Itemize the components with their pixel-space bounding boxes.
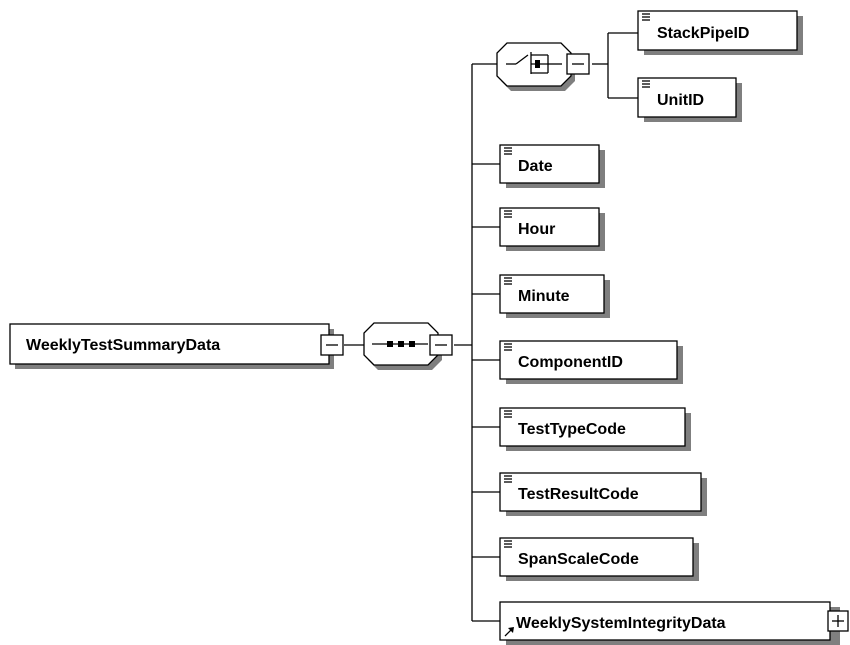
text-element-icon — [504, 277, 512, 285]
text-element-icon — [504, 147, 512, 155]
element-node-stackpipeid[interactable]: StackPipeID — [637, 10, 803, 55]
element-label: Minute — [518, 288, 570, 305]
element-node-unitid[interactable]: UnitID — [637, 77, 742, 122]
element-node-date[interactable]: Date — [499, 144, 605, 188]
element-label: ComponentID — [518, 354, 623, 371]
element-node-testresultcode[interactable]: TestResultCode — [499, 472, 707, 516]
expand-toggle-icon[interactable] — [827, 610, 849, 632]
text-element-icon — [504, 210, 512, 218]
connector-lines — [344, 32, 638, 622]
root-element-label: WeeklyTestSummaryData — [26, 337, 220, 354]
element-label: Date — [518, 158, 553, 175]
element-label: TestTypeCode — [518, 421, 626, 438]
element-label: SpanScaleCode — [518, 551, 639, 568]
sequence-icon — [372, 341, 428, 347]
text-element-icon — [642, 80, 650, 88]
element-label: Hour — [518, 221, 555, 238]
collapse-toggle-icon[interactable] — [566, 53, 590, 75]
reference-arrow-icon — [504, 627, 514, 637]
text-element-icon — [504, 540, 512, 548]
collapse-toggle-icon[interactable] — [429, 334, 453, 356]
text-element-icon — [504, 410, 512, 418]
element-node-hour[interactable]: Hour — [499, 207, 605, 251]
collapse-toggle-icon[interactable] — [320, 334, 344, 356]
element-node-weeklysystemintegritydata[interactable]: WeeklySystemIntegrityData — [499, 601, 849, 645]
element-label: WeeklySystemIntegrityData — [516, 615, 726, 632]
element-node-testtypecode[interactable]: TestTypeCode — [499, 407, 691, 451]
text-element-icon — [504, 475, 512, 483]
choice-compositor-node[interactable] — [496, 42, 590, 91]
element-label: TestResultCode — [518, 486, 639, 503]
element-node-componentid[interactable]: ComponentID — [499, 340, 683, 384]
choice-icon — [506, 52, 562, 74]
sequence-compositor-node[interactable] — [363, 322, 453, 370]
root-element-node[interactable]: WeeklyTestSummaryData — [9, 323, 344, 369]
text-element-icon — [642, 13, 650, 21]
element-label: StackPipeID — [657, 25, 749, 42]
text-element-icon — [504, 343, 512, 351]
element-node-spanscalecode[interactable]: SpanScaleCode — [499, 537, 699, 581]
element-node-minute[interactable]: Minute — [499, 274, 610, 318]
element-label: UnitID — [657, 92, 704, 109]
